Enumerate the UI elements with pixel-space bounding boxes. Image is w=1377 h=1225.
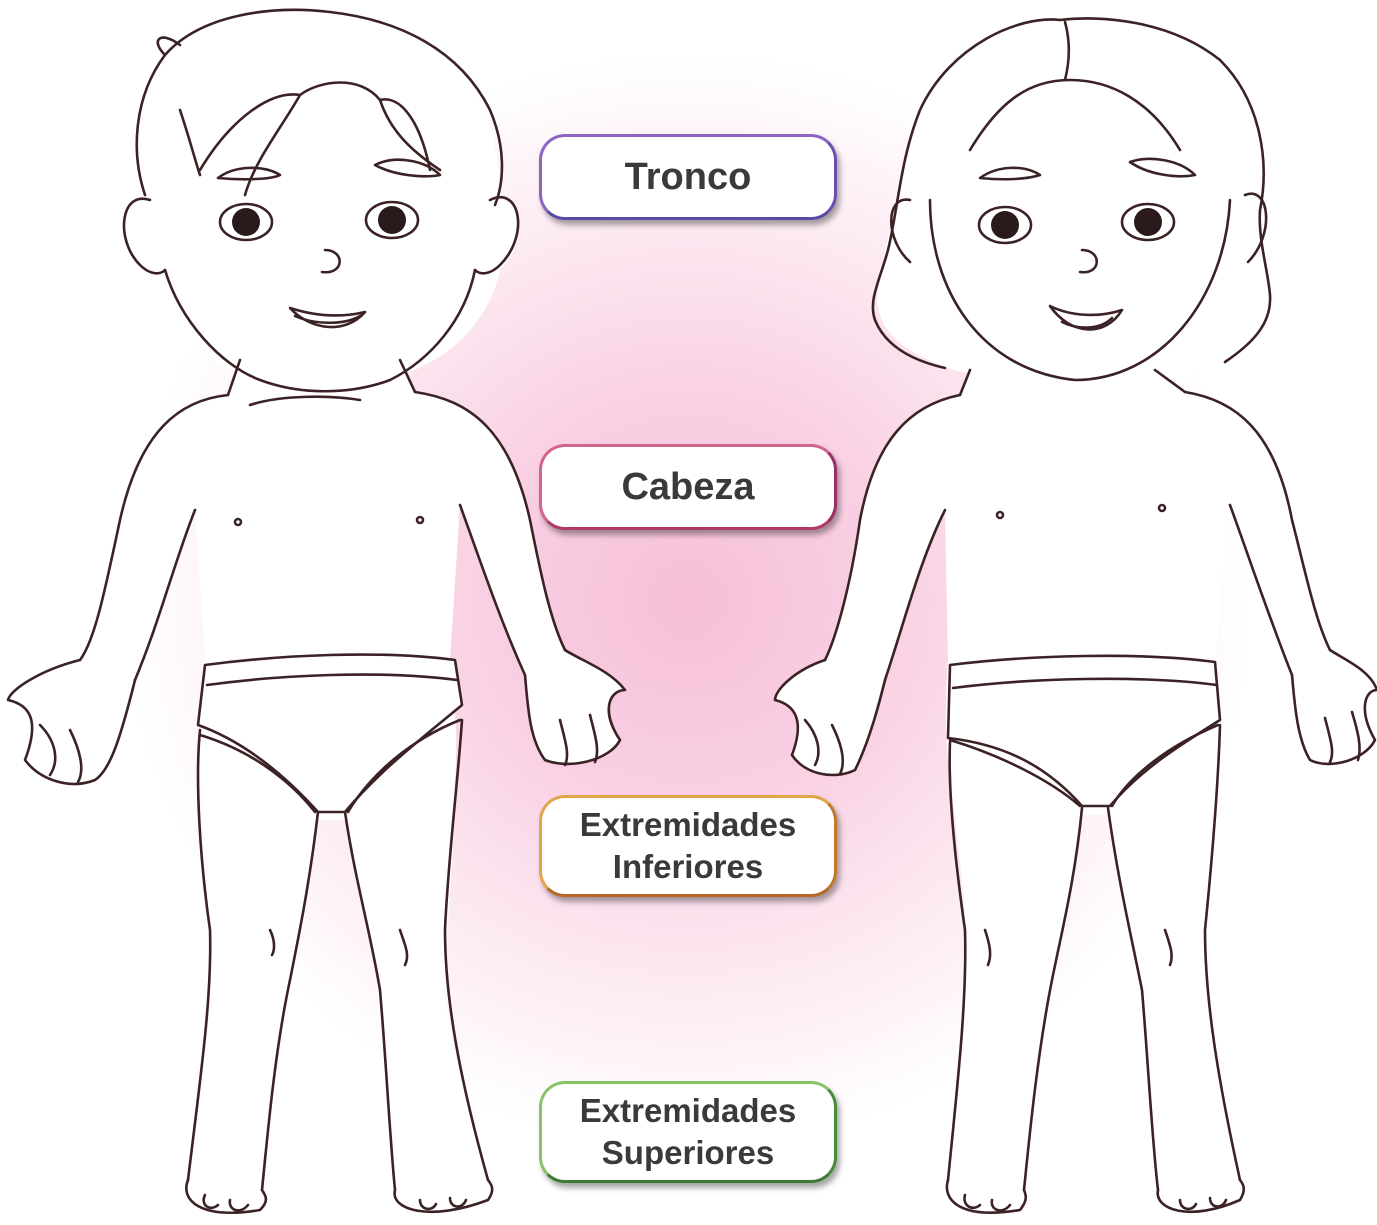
label-tronco-text: Tronco — [625, 156, 752, 199]
label-extremidades-superiores-line-1: Extremidades — [580, 1090, 796, 1132]
label-extremidades-superiores-line-2: Superiores — [580, 1132, 796, 1174]
label-extremidades-inferiores-line-2: Inferiores — [580, 846, 796, 888]
label-tronco[interactable]: Tronco — [539, 134, 837, 220]
label-extremidades-inferiores-line-1: Extremidades — [580, 804, 796, 846]
girl-figure-icon — [770, 0, 1377, 1225]
label-extremidades-inferiores[interactable]: Extremidades Inferiores — [539, 795, 837, 897]
label-cabeza-text: Cabeza — [621, 466, 754, 509]
label-cabeza[interactable]: Cabeza — [539, 444, 837, 530]
label-extremidades-superiores[interactable]: Extremidades Superiores — [539, 1081, 837, 1183]
